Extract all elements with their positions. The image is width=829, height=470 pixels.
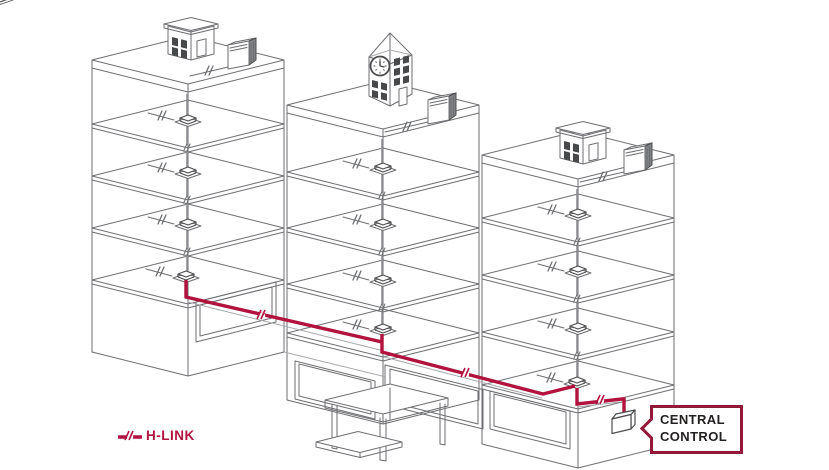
indoor-units-left (145, 110, 202, 284)
ceiling-cassette-icon (174, 166, 202, 180)
ceiling-cassette-icon (174, 218, 202, 232)
building-middle-wireframe (286, 80, 484, 430)
clock-face-icon (369, 55, 391, 77)
outdoor-unit-right (623, 142, 653, 175)
ceiling-cassette-icon (369, 274, 397, 288)
penthouse-left (163, 17, 219, 61)
entrance-canopy (315, 383, 449, 462)
central-control-callout: CENTRAL CONTROL (639, 405, 743, 454)
outdoor-unit-left (227, 37, 257, 70)
ceiling-cassette-icon (369, 218, 397, 232)
central-control-device (611, 409, 636, 435)
callout-line-2: CONTROL (660, 428, 728, 444)
ceiling-cassette-icon (564, 208, 592, 222)
legend-hlink-label: H-LINK (146, 428, 195, 443)
clock-tower (368, 32, 413, 107)
ceiling-cassette-icon (174, 114, 202, 128)
ceiling-cassette-icon (564, 265, 592, 279)
building-left-wireframe (91, 35, 285, 377)
callout-line-1: CENTRAL (660, 412, 725, 427)
ceiling-cassette-icon (369, 162, 397, 176)
hlink-legend-symbol (118, 430, 142, 441)
ceiling-cassette-icon (564, 322, 592, 336)
storefront-middle-building (294, 360, 376, 420)
penthouse-right (555, 121, 611, 165)
hlink-cable (184, 280, 626, 416)
street-level-lines (187, 301, 621, 408)
indoor-units-middle (342, 158, 397, 337)
outdoor-unit-middle (427, 92, 457, 125)
indoor-units-right (536, 204, 592, 390)
ceiling-cassette-icon (369, 323, 397, 337)
storefront-right-building (489, 390, 571, 450)
roof-piping (189, 65, 625, 183)
